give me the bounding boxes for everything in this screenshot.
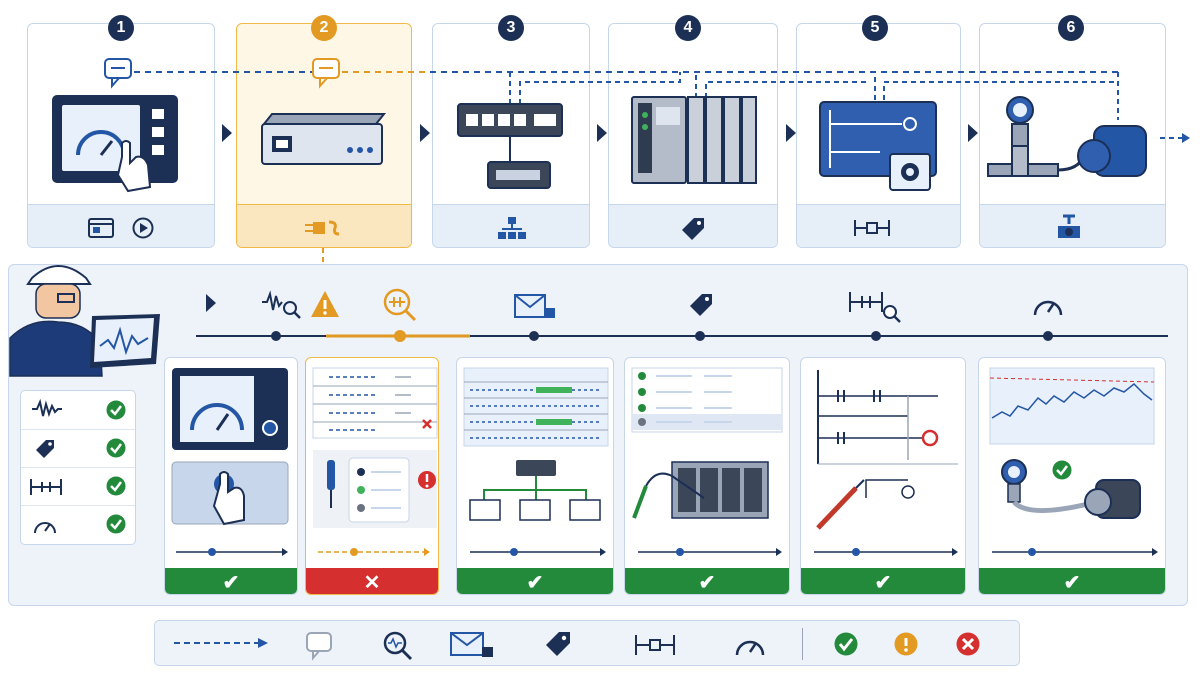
chat-bubble-icon — [104, 58, 132, 89]
ladder-logic-screen-icon — [819, 101, 937, 191]
network-tree-icon — [498, 217, 526, 239]
ladder-contact-icon — [635, 635, 675, 655]
legend — [154, 620, 1020, 666]
step-number-2: 2 — [311, 15, 337, 41]
play-icon — [132, 217, 154, 239]
progress-tracks — [176, 548, 1158, 556]
status-mark: ✔ — [874, 572, 892, 594]
ladder-contact-icon — [30, 479, 62, 495]
chat-bubble-icon — [312, 58, 340, 89]
mail-icon — [450, 632, 493, 657]
status-mark: ✕ — [363, 572, 381, 594]
step-number-4: 4 — [675, 15, 701, 41]
mail-icon — [514, 294, 555, 318]
gateway-router-icon — [261, 113, 387, 165]
check-icon — [106, 438, 126, 458]
checklist-row — [21, 467, 135, 506]
chevron-right-icon — [420, 124, 430, 142]
status-mark: ✔ — [698, 572, 716, 594]
warning-icon — [311, 291, 339, 317]
step-number-1: 1 — [108, 15, 134, 41]
check-icon — [106, 400, 126, 420]
dashed-arrow-icon — [174, 638, 268, 648]
gauge-icon — [34, 522, 56, 534]
plug-adapter-icon — [305, 220, 340, 236]
chevron-right-icon — [597, 124, 607, 142]
gauge-icon — [735, 640, 765, 656]
packet-capture-network — [463, 367, 609, 521]
ladder-diagram-probe — [816, 370, 958, 530]
status-mark: ✔ — [222, 572, 240, 594]
search-icon — [383, 631, 413, 661]
tag-icon — [682, 218, 704, 240]
check-icon — [106, 476, 126, 496]
status-mark: ✔ — [526, 572, 544, 594]
step-number-6: 6 — [1058, 15, 1084, 41]
trend-transmitter-pump — [989, 367, 1155, 519]
check-icon — [106, 514, 126, 534]
waveform-icon — [32, 398, 62, 418]
hmi-touch-panel-icon — [52, 95, 178, 193]
plc-rack-icon — [631, 96, 757, 184]
step-number-5: 5 — [862, 15, 888, 41]
check-icon — [834, 632, 858, 656]
message-sequence-error — [312, 367, 438, 528]
error-icon — [956, 632, 980, 656]
warning-icon — [894, 632, 918, 656]
ladder-search-icon — [849, 292, 901, 323]
play-icon — [206, 294, 216, 312]
communication-path — [134, 71, 1190, 290]
tag-icon — [36, 440, 54, 458]
tag-icon — [546, 632, 570, 656]
chevron-right-icon — [968, 124, 978, 142]
status-mark: ✔ — [1063, 572, 1081, 594]
tag-list-io-probe — [631, 367, 783, 519]
chevron-right-icon — [222, 124, 232, 142]
search-contact-icon — [383, 288, 417, 322]
step-number-3: 3 — [498, 15, 524, 41]
hmi-gauge-screen — [171, 368, 289, 526]
legend-divider — [802, 628, 803, 660]
chat-bubble-icon — [306, 632, 332, 661]
chevron-right-icon — [786, 124, 796, 142]
checklist-row — [21, 391, 135, 430]
tag-icon — [690, 294, 712, 316]
network-switch-icon — [457, 103, 563, 189]
test-timeline — [196, 330, 1168, 342]
ladder-contact-icon — [854, 220, 890, 236]
valve-icon — [1058, 214, 1080, 238]
waveform-search-icon — [262, 290, 301, 319]
engineer-laptop-icon — [9, 265, 160, 377]
checklist-row — [21, 429, 135, 468]
transmitter-pump-icon — [987, 96, 1147, 177]
gauge-icon — [1033, 300, 1063, 316]
window-icon — [88, 218, 114, 238]
